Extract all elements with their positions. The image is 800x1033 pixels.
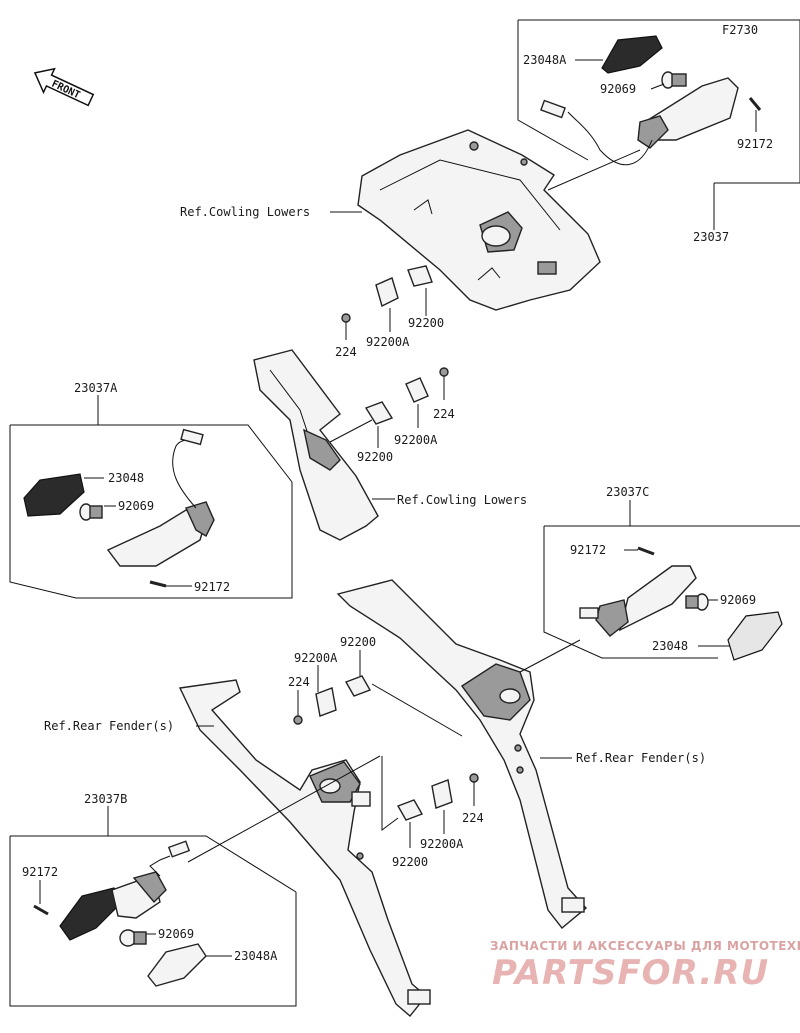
screw-224-c [293,715,303,725]
cowling-lower-mid [253,349,379,541]
box-23037 [517,19,800,184]
label-224-b: 224 [433,407,455,421]
label-92069-left: 92069 [118,499,154,513]
lens-23048a-left-rear [147,943,207,987]
label-92200a-a: 92200A [366,335,410,349]
screw-224-d [469,773,479,783]
label-92200a-b: 92200A [394,433,438,447]
label-92200-a: 92200 [408,316,444,330]
box-23037a [9,424,293,599]
screw-92172-left-rear [33,904,49,916]
label-ref-cowling-top: Ref.Cowling Lowers [180,205,310,219]
bulb-92069-right [685,593,709,611]
label-224-c: 224 [288,675,310,689]
label-ref-cowling-mid: Ref.Cowling Lowers [397,493,527,507]
label-ref-fender-left: Ref.Rear Fender(s) [44,719,174,733]
label-224-d: 224 [462,811,484,825]
label-92200-b: 92200 [357,450,393,464]
lens-23048a-top [601,35,663,74]
label-92172-left-rear: 92172 [22,865,58,879]
plate-92200a-mid [405,377,429,403]
label-92172-right: 92172 [570,543,606,557]
screw-224-upper [341,313,351,323]
screw-224-mid [439,367,449,377]
plate-92200a-c [315,687,337,717]
label-92172-left: 92172 [194,580,230,594]
label-92200-c: 92200 [340,635,376,649]
lens-23048-right [727,611,783,661]
front-arrow-icon: FRONT [33,67,95,107]
label-ref-fender-right: Ref.Rear Fender(s) [576,751,706,765]
plate-92200-c [344,675,372,697]
box-23037c [543,525,800,659]
label-92200a-d: 92200A [420,837,464,851]
turn-signal-23037b [59,840,191,941]
rear-fender-right [336,579,588,930]
label-23037a: 23037A [74,381,118,395]
label-23048-right: 23048 [652,639,688,653]
watermark-tagline: ЗАПЧАСТИ И АКСЕССУАРЫ ДЛЯ МОТОТЕХНИКИ [490,939,800,953]
plate-92200a-upper [375,277,399,308]
label-92069-right: 92069 [720,593,756,607]
label-23048-left: 23048 [108,471,144,485]
bulb-92069-left [79,503,103,521]
label-92200-d: 92200 [392,855,428,869]
rear-fender-left [178,679,431,1018]
label-23037b: 23037B [84,792,127,806]
label-92069-left-rear: 92069 [158,927,194,941]
bulb-92069-left-rear [119,929,147,947]
turn-signal-23037 [540,77,739,166]
plate-92200-mid [364,401,394,425]
bulb-92069-top [661,71,687,89]
label-92069-top: 92069 [600,82,636,96]
diagram-code: F2730 [722,23,758,37]
plate-92200-upper [407,265,433,287]
box-23037b [9,835,297,1007]
label-92172-top: 92172 [737,137,773,151]
label-23037: 23037 [693,230,729,244]
plate-92200-d [396,799,424,821]
watermark-brand: PARTSFOR.RU [492,953,769,993]
label-23048a-top: 23048A [523,53,567,67]
label-23048a-left-rear: 23048A [234,949,278,963]
lens-23048-left [23,473,85,517]
label-92200a-c: 92200A [294,651,338,665]
label-224-a: 224 [335,345,357,359]
label-23037c: 23037C [606,485,649,499]
turn-signal-23037c [579,565,697,637]
cowling-lower-upper [357,129,601,311]
turn-signal-23037a [106,428,215,567]
screw-92172-right [637,546,655,556]
screw-92172-top [748,97,762,111]
plate-92200a-d [431,779,453,809]
screw-92172-left [149,580,167,588]
